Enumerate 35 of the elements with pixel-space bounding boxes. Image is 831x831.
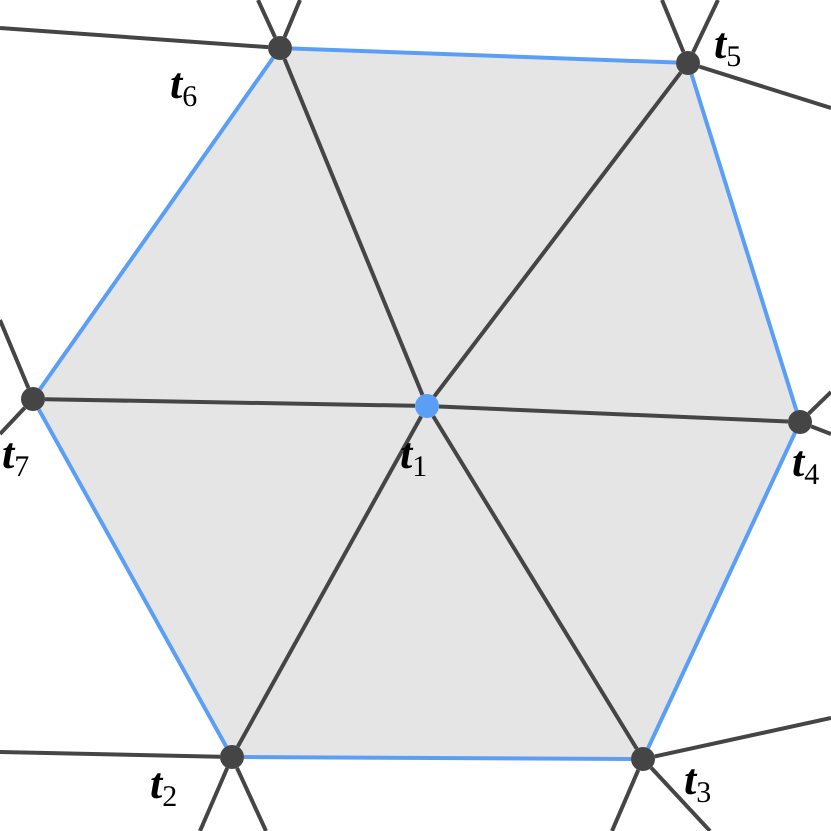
edge-line <box>690 74 798 412</box>
vertex-label: t$_{1}$ <box>400 432 428 476</box>
edge-line <box>646 432 797 749</box>
vertex-label: t$_{3}$ <box>684 758 712 802</box>
edge-line <box>282 58 424 396</box>
edge-line <box>810 424 831 436</box>
edge-line <box>198 767 230 831</box>
edge-line <box>698 64 831 110</box>
edge-line <box>432 415 638 750</box>
edge-line <box>282 0 302 38</box>
vertex-label: t$_{6}$ <box>170 62 198 106</box>
edge-line <box>0 750 220 759</box>
edge-line <box>44 397 416 408</box>
edge-line <box>807 390 831 416</box>
vertex-label: t$_{2}$ <box>150 762 178 806</box>
edge-line <box>0 319 30 389</box>
edge-line <box>610 769 640 831</box>
edge-line <box>0 406 26 436</box>
edge-line <box>256 0 277 38</box>
edge-line <box>38 56 275 390</box>
edge-line <box>650 766 712 831</box>
edge-line <box>235 767 268 831</box>
edge-line <box>292 46 676 65</box>
edge-line <box>432 71 682 398</box>
edge-line <box>691 0 720 54</box>
edge-line <box>244 755 631 761</box>
vertex-label: t$_{4}$ <box>792 440 820 484</box>
edge-line <box>660 0 686 53</box>
edge-line <box>0 26 268 50</box>
vertex-label: t$_{7}$ <box>2 432 30 476</box>
edge-line <box>438 404 788 424</box>
edge-line <box>654 716 831 758</box>
edge-line <box>37 408 228 748</box>
vertex-label: t$_{5}$ <box>714 22 742 66</box>
edge-line <box>236 416 423 748</box>
